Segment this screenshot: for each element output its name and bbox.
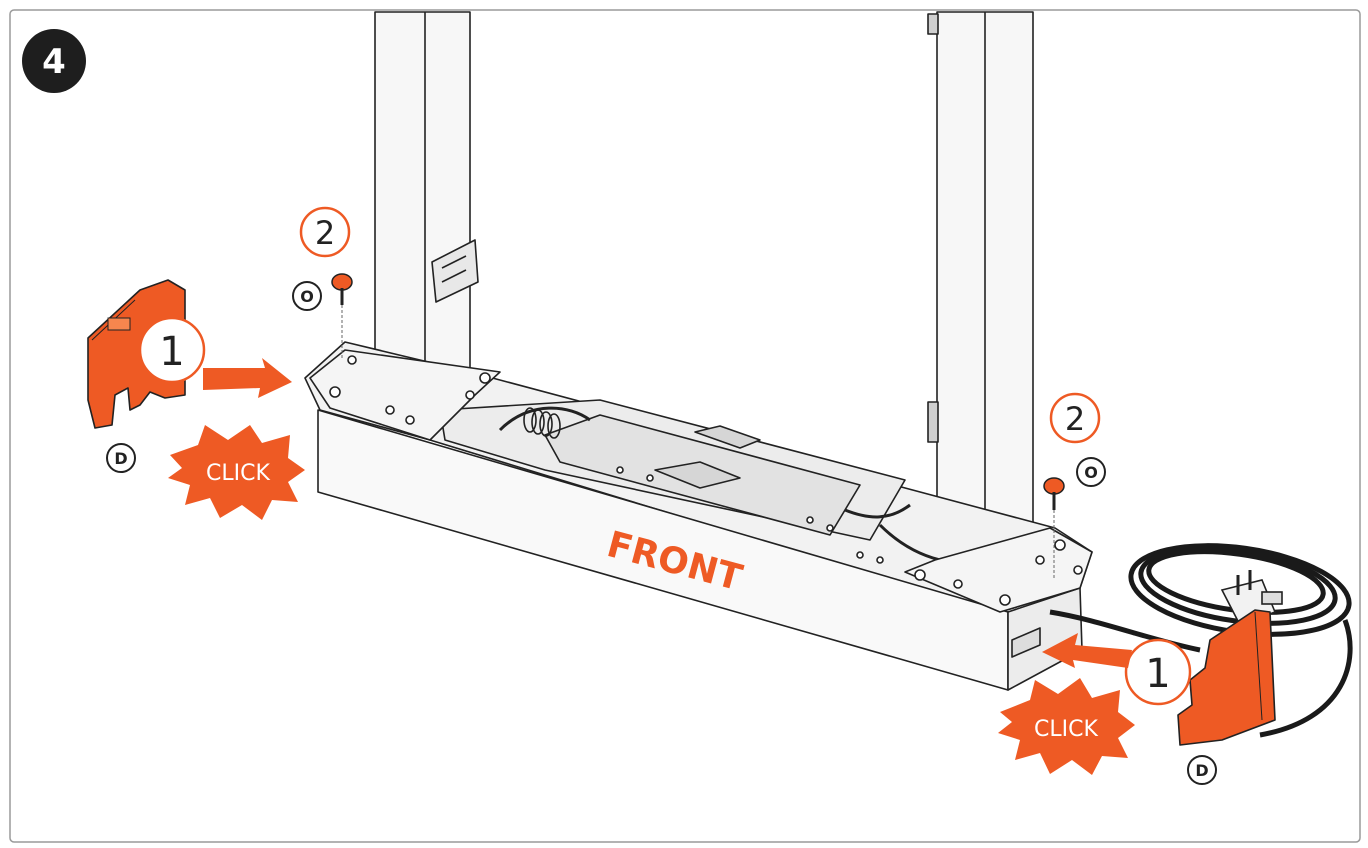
left-screw-label: O xyxy=(300,287,314,306)
step-badge: 4 xyxy=(22,29,86,93)
left-end-cover: 1 D xyxy=(87,279,292,473)
right-mount-plate xyxy=(904,527,1093,613)
left-leg-bracket xyxy=(431,239,479,303)
right-screw-icon xyxy=(1043,477,1065,580)
right-click-burst-shape xyxy=(998,678,1135,775)
left-click-label: CLICK xyxy=(206,461,270,486)
left-mount-plate xyxy=(309,349,501,441)
right-cover-callout xyxy=(1124,638,1192,706)
left-screw-icon xyxy=(331,273,353,360)
right-screw-step: 2 xyxy=(1065,400,1085,438)
right-click-burst: CLICK xyxy=(998,678,1135,775)
left-arrow-icon xyxy=(203,358,292,398)
right-end-cover: 1 D xyxy=(1042,609,1276,785)
left-cover-shape xyxy=(87,279,186,429)
right-screw-group: 2 O xyxy=(1043,392,1106,580)
left-cover-callout xyxy=(138,316,206,384)
step-number: 4 xyxy=(42,42,66,82)
right-cover-label: D xyxy=(1195,761,1208,780)
left-screw-step: 2 xyxy=(315,214,335,252)
right-screw-callout xyxy=(1049,392,1101,444)
left-click-burst: CLICK xyxy=(168,425,305,520)
left-screw-callout xyxy=(299,206,351,258)
right-click-label: CLICK xyxy=(1034,717,1098,742)
right-screw-label: O xyxy=(1084,463,1098,482)
right-cover-step: 1 xyxy=(1145,651,1170,697)
right-cover-shape xyxy=(1177,609,1276,746)
motor-coil xyxy=(523,407,561,439)
left-cover-step: 1 xyxy=(159,329,184,375)
mount-holes xyxy=(329,355,1083,606)
left-screw-group: 2 O xyxy=(292,206,353,360)
desk-frame xyxy=(304,11,1093,691)
left-click-burst-shape xyxy=(168,425,305,520)
right-arrow-icon xyxy=(1042,633,1132,668)
left-cover-label: D xyxy=(114,449,127,468)
